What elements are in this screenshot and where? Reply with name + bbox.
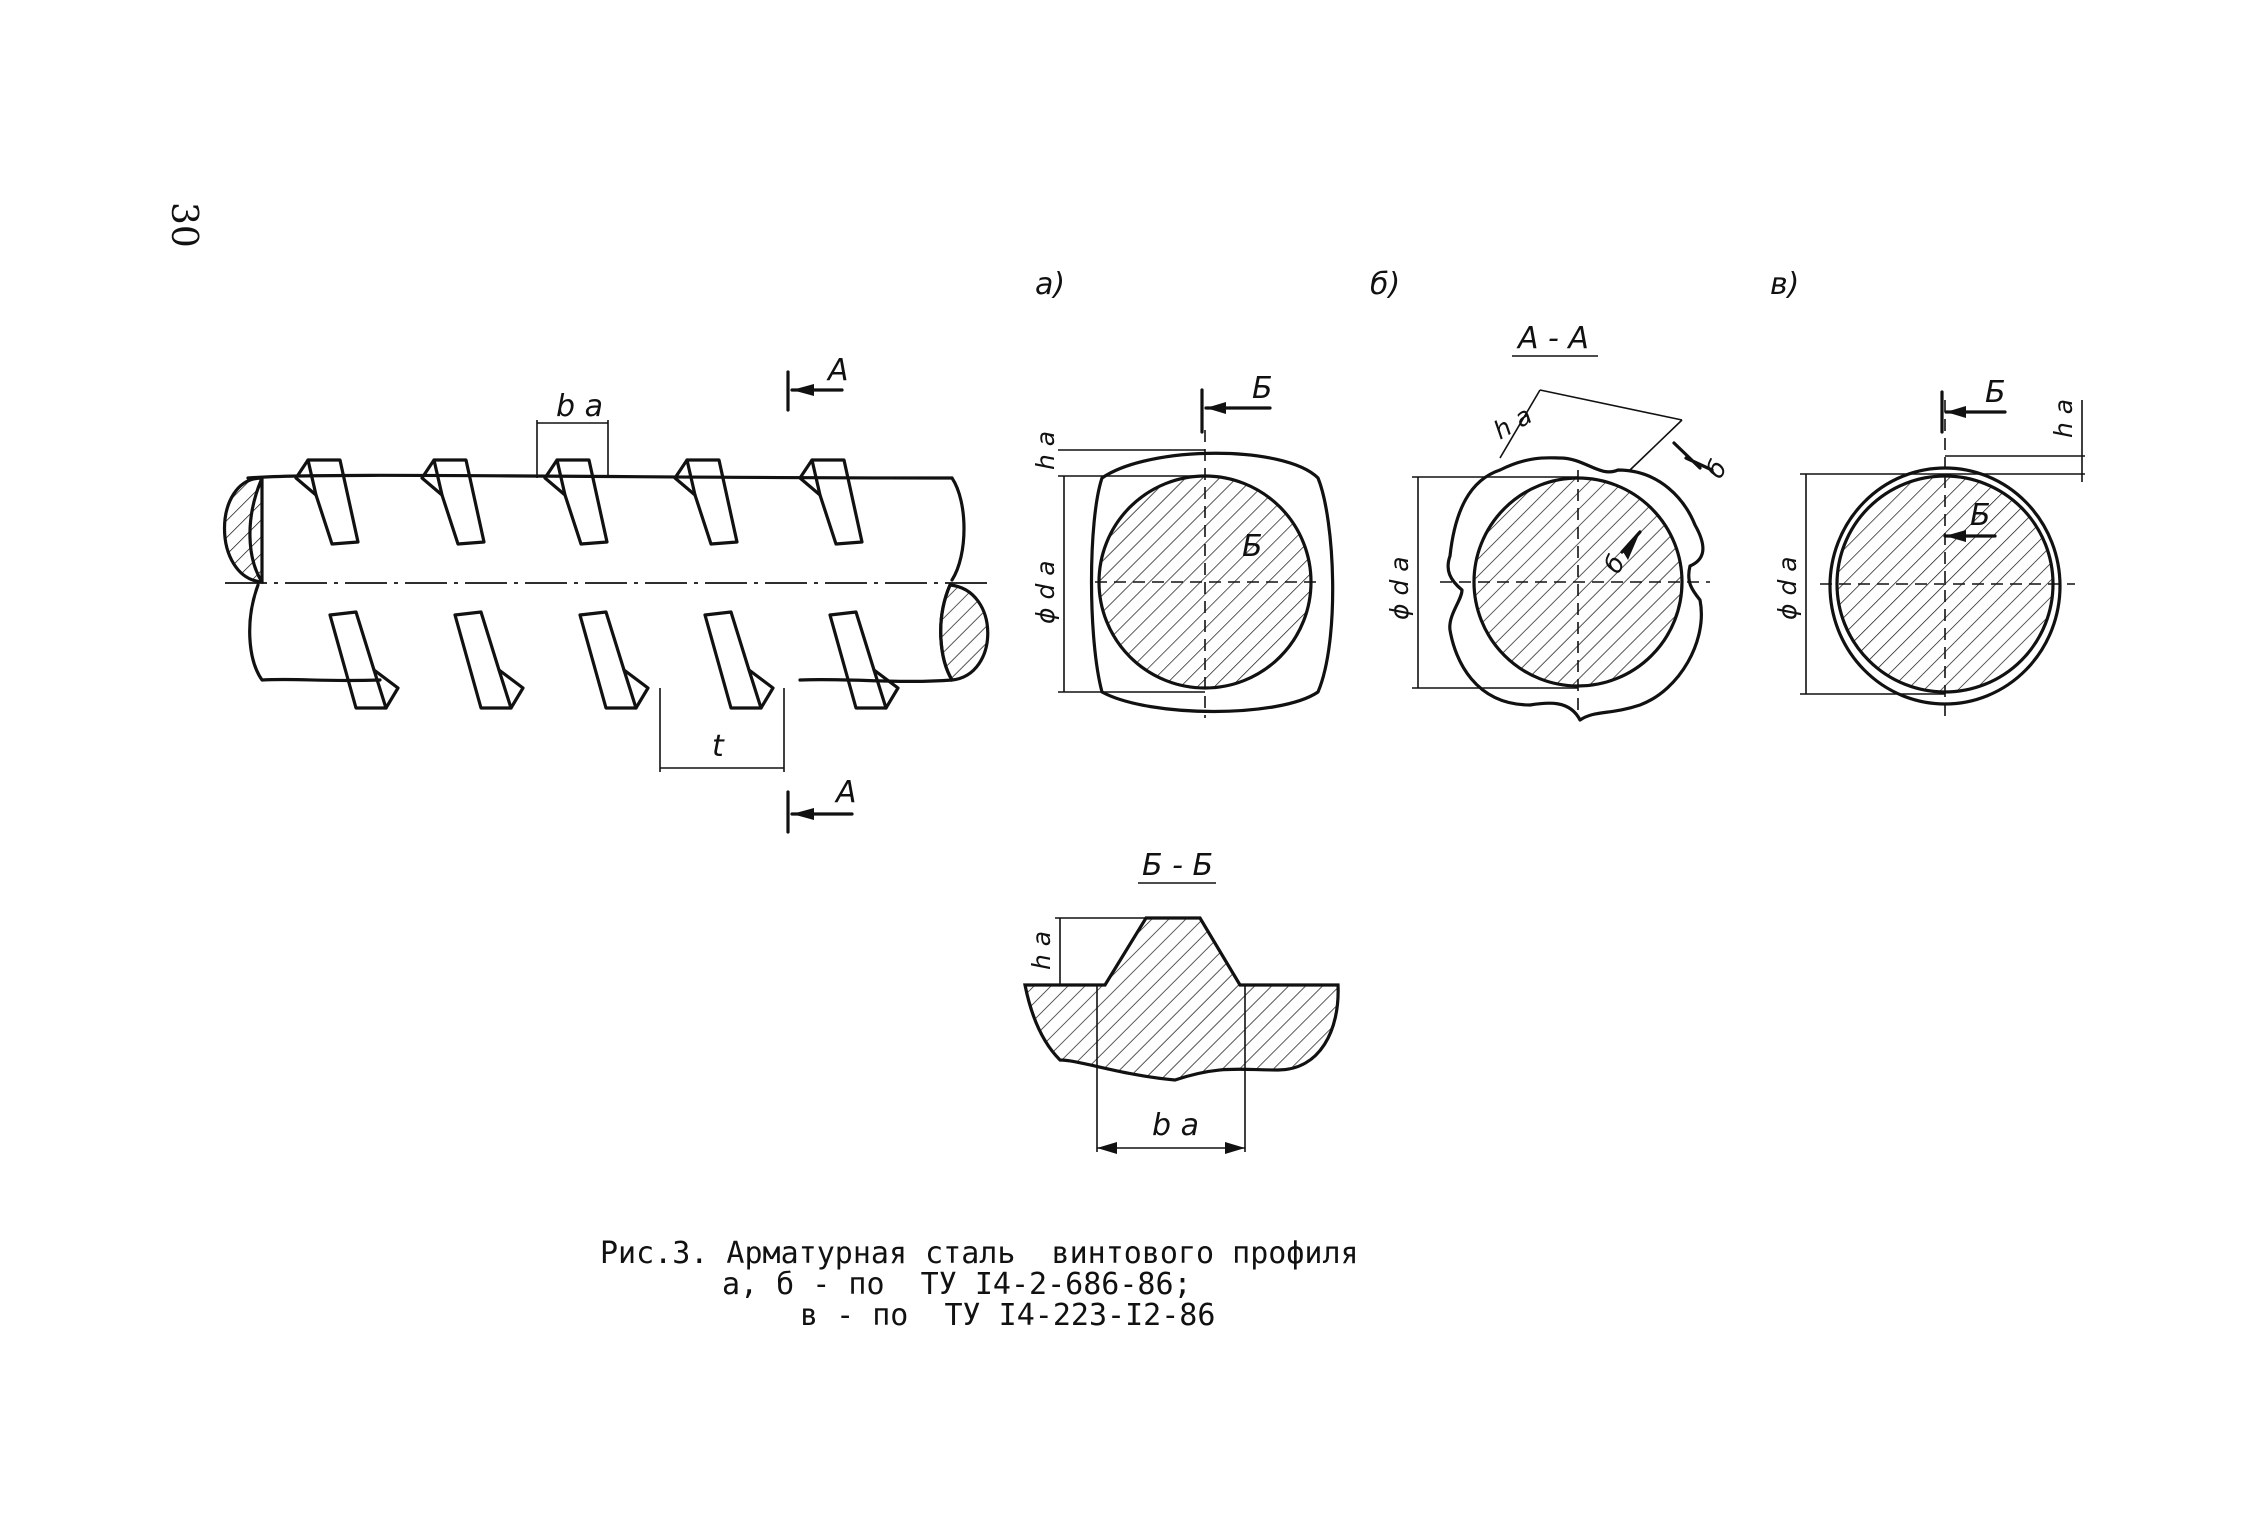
rebar-side-view: b a t А А [223, 353, 990, 834]
cut-mark-b-a: Б [1252, 371, 1273, 406]
cut-mark-b-small-outer: б [1700, 455, 1733, 483]
view-label-b: б) [1370, 267, 1400, 302]
cross-section-a: а) h a ϕ d a Б Б [1031, 267, 1335, 718]
section-aa-title: А - А [1516, 321, 1589, 356]
rib-width-label: b a [556, 389, 603, 424]
cross-section-b: б) А - А ϕ d a h a б б [1370, 267, 1733, 722]
cut-mark-b-v: Б [1985, 375, 2006, 410]
view-label-v: в) [1770, 267, 1799, 302]
lower-ribs [328, 610, 900, 710]
page-number: 30 [163, 202, 204, 248]
rib-height-label-bb: h a [1027, 931, 1056, 970]
cross-section-v: в) ϕ d a h a Б Б [1770, 267, 2085, 720]
rib-height-label-a: h a [1031, 431, 1060, 470]
view-label-a: а) [1035, 267, 1065, 302]
inner-mark-b-v: Б [1970, 498, 1991, 533]
upper-ribs [294, 458, 864, 546]
cut-mark-a-bottom: А [834, 775, 857, 810]
cut-mark-a-top: А [826, 353, 849, 388]
figure-caption: Рис.3. Арматурная сталь винтового профил… [600, 1238, 1420, 1331]
caption-line-3: в - по ТУ I4-223-I2-86 [800, 1298, 1216, 1333]
diameter-label-v: ϕ d a [1773, 556, 1802, 620]
section-bb: Б - Б h a b a [1023, 848, 1340, 1154]
section-bb-title: Б - Б [1142, 848, 1213, 883]
inner-mark-b-a: Б [1242, 529, 1263, 564]
caption-line-2: а, б - по ТУ I4-2-686-86; [722, 1267, 1192, 1302]
diameter-label-b: ϕ d a [1385, 556, 1414, 620]
rib-width-label-bb: b a [1152, 1108, 1199, 1143]
rib-height-label-v: h a [2049, 399, 2078, 438]
diameter-label-a: ϕ d a [1031, 560, 1060, 624]
pitch-label: t [712, 729, 725, 764]
caption-line-1: Рис.3. Арматурная сталь винтового профил… [600, 1236, 1359, 1271]
